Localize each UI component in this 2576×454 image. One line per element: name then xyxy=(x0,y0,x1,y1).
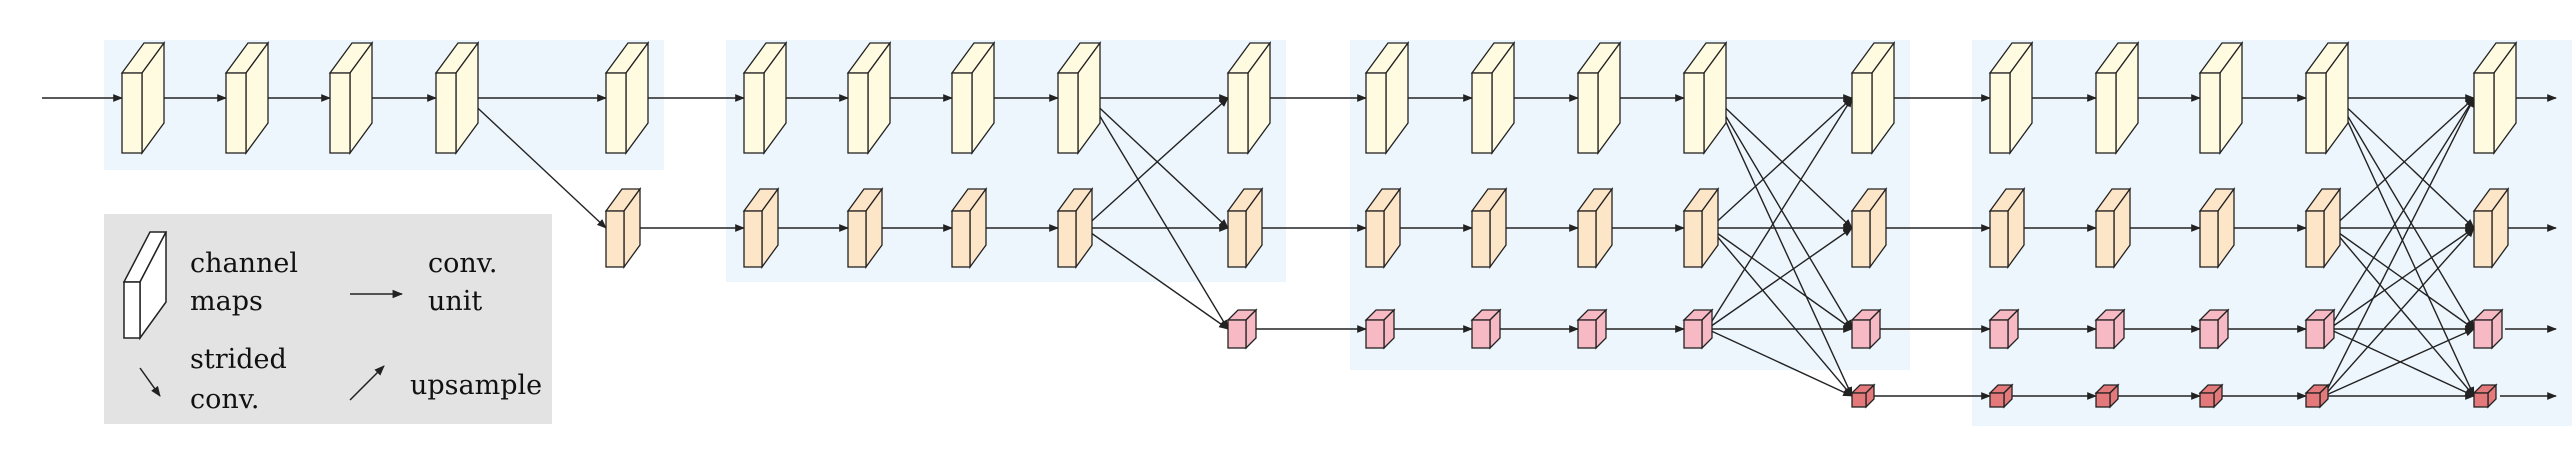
strided-conv-edge xyxy=(1709,227,1853,397)
strided-conv-edge xyxy=(2336,97,2475,330)
strided-conv-edge xyxy=(466,97,607,229)
legend-channel-label-2: maps xyxy=(190,286,263,317)
feature-maps xyxy=(120,41,2518,409)
upsample-edge xyxy=(2328,227,2475,330)
strided-conv-edge xyxy=(2331,227,2475,330)
upsample-edge xyxy=(1083,97,1229,229)
strided-conv-edge xyxy=(1088,97,1229,229)
feature-map-branch4-t4 xyxy=(2472,383,2498,409)
feature-map-branch3-t3 xyxy=(1850,308,1882,350)
feature-map-branch1-d xyxy=(434,41,480,155)
feature-map-branch3-s4d xyxy=(2304,308,2336,350)
feature-map-branch3-s3b xyxy=(1470,308,1502,350)
feature-map-branch2-t2 xyxy=(1226,187,1264,269)
strided-conv-edge xyxy=(1706,328,1853,397)
feature-map-branch1-s2a xyxy=(742,41,788,155)
legend-strided-label-2: conv. xyxy=(190,384,259,415)
feature-map-branch1-s4d xyxy=(2304,41,2350,155)
strided-conv-edge xyxy=(1709,227,1853,330)
upsample-edge xyxy=(2323,97,2475,397)
feature-map-branch1-s4c xyxy=(2198,41,2244,155)
feature-map-branch2-s2a xyxy=(742,187,780,269)
upsample-edge xyxy=(2323,328,2475,397)
feature-map-branch1-s2b xyxy=(846,41,892,155)
strided-conv-edge xyxy=(2331,227,2475,397)
feature-map-branch2-s4d xyxy=(2304,187,2342,269)
strided-conv-edge xyxy=(2328,328,2475,397)
stage-1-background xyxy=(104,40,664,170)
strided-conv-edge xyxy=(1088,97,1229,330)
legend-channel-label-1: channel xyxy=(190,248,298,279)
feature-map-branch3-s3c xyxy=(1576,308,1608,350)
feature-map-branch2-s3b xyxy=(1470,187,1508,269)
legend-conv-label-1: conv. xyxy=(428,248,497,279)
feature-map-branch1-b xyxy=(224,41,270,155)
feature-map-branch3-t2 xyxy=(1226,308,1258,350)
feature-map-branch4-s4a xyxy=(1988,383,2014,409)
strided-conv-edge xyxy=(1714,97,1853,397)
stage-2-background xyxy=(726,40,1286,282)
feature-map-branch1-s2c xyxy=(950,41,996,155)
upsample-edge xyxy=(1709,97,1853,229)
feature-map-branch2-s3c xyxy=(1576,187,1614,269)
feature-map-branch1-s3a xyxy=(1364,41,1410,155)
feature-map-branch2-s3d xyxy=(1682,187,1720,269)
feature-map-branch4-t3 xyxy=(1850,383,1876,409)
feature-map-branch2-s4c xyxy=(2198,187,2236,269)
connections xyxy=(42,94,2557,400)
feature-map-branch2-t4 xyxy=(2472,187,2510,269)
feature-map-branch1-s3d xyxy=(1682,41,1728,155)
feature-map-branch3-s4c xyxy=(2198,308,2230,350)
legend-conv-label-2: unit xyxy=(428,286,482,317)
feature-map-branch4-s4c xyxy=(2198,383,2224,409)
feature-map-branch1-t2 xyxy=(1226,41,1272,155)
legend-upsample-arrow xyxy=(349,365,385,401)
feature-map-branch4-s4d xyxy=(2304,383,2330,409)
feature-map-branch2-s2d xyxy=(1056,187,1094,269)
feature-map-branch2-s4a xyxy=(1988,187,2026,269)
legend-strided-label-1: strided xyxy=(190,344,287,375)
feature-map-branch1-s2d xyxy=(1056,41,1102,155)
legend-strided-conv-arrow xyxy=(139,367,161,397)
feature-map-branch3-s3a xyxy=(1364,308,1396,350)
feature-map-branch3-t4 xyxy=(2472,308,2504,350)
feature-map-branch1-s3c xyxy=(1576,41,1622,155)
feature-map-branch3-s4b xyxy=(2094,308,2126,350)
feature-map-branch2-t3 xyxy=(1850,187,1888,269)
feature-map-branch1-s3b xyxy=(1470,41,1516,155)
strided-conv-edge xyxy=(2336,97,2475,397)
legend-upsample-label: upsample xyxy=(410,370,542,401)
feature-map-branch2-s3a xyxy=(1364,187,1402,269)
feature-map-branch1-c xyxy=(328,41,374,155)
stage-3-background xyxy=(1350,40,1910,370)
upsample-edge xyxy=(2331,97,2475,229)
feature-map-branch2-s4b xyxy=(2094,187,2132,269)
upsample-edge xyxy=(2328,97,2475,330)
upsample-edge xyxy=(1706,227,1853,330)
strided-conv-edge xyxy=(2336,97,2475,229)
feature-map-branch2-t1 xyxy=(604,187,642,269)
strided-conv-edge xyxy=(1083,227,1229,330)
feature-map-branch1-s4b xyxy=(2094,41,2140,155)
feature-map-branch1-s4a xyxy=(1988,41,2034,155)
feature-map-branch4-s4b xyxy=(2094,383,2120,409)
feature-map-branch3-s3d xyxy=(1682,308,1714,350)
strided-conv-edge xyxy=(1714,97,1853,330)
strided-conv-edge xyxy=(1714,97,1853,229)
feature-map-branch1-t4 xyxy=(2472,41,2518,155)
feature-map-branch1-t3 xyxy=(1850,41,1896,155)
feature-map-branch2-s2c xyxy=(950,187,988,269)
feature-map-branch3-s4a xyxy=(1988,308,2020,350)
feature-map-branch1-t1 xyxy=(604,41,650,155)
legend: channel maps conv. unit strided conv. up… xyxy=(104,214,552,424)
legend-background xyxy=(104,214,552,424)
upsample-edge xyxy=(2323,227,2475,397)
feature-map-branch2-s2b xyxy=(846,187,884,269)
upsample-edge xyxy=(1706,97,1853,330)
legend-channel-maps-icon xyxy=(122,231,168,341)
feature-map-branch1-a xyxy=(120,41,166,155)
